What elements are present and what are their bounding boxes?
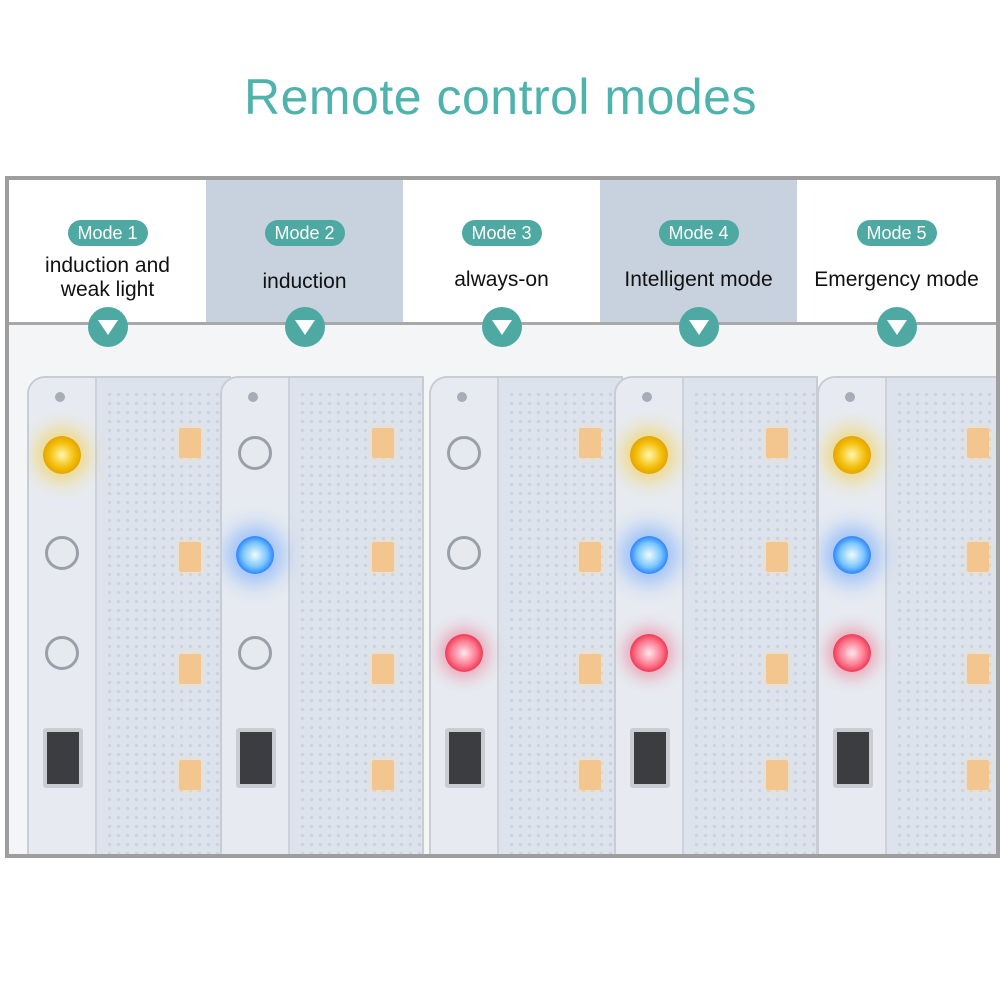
light-panel xyxy=(27,376,231,854)
mode-badge: Mode 5 xyxy=(856,220,937,246)
red-led-icon xyxy=(45,636,79,670)
mode-header: Mode 2 induction xyxy=(206,180,403,325)
mode-header: Mode 5 Emergency mode xyxy=(797,180,996,325)
mode-badge: Mode 1 xyxy=(67,220,148,246)
mode-badge: Mode 2 xyxy=(264,220,345,246)
red-led-icon xyxy=(630,634,668,672)
yellow-led-icon xyxy=(447,436,481,470)
mode-column-1: Mode 1 induction and weak light xyxy=(9,180,231,854)
mode-column-2: Mode 2 induction xyxy=(206,180,424,854)
mode-badge: Mode 3 xyxy=(461,220,542,246)
blue-led-icon xyxy=(833,536,871,574)
light-panel xyxy=(614,376,818,854)
sensor-chip-icon xyxy=(43,728,83,788)
mode-description: induction and weak light xyxy=(45,254,170,301)
chevron-down-icon xyxy=(481,307,522,347)
red-led-icon xyxy=(833,634,871,672)
chevron-down-icon xyxy=(284,307,325,347)
mode-description: always-on xyxy=(454,268,549,291)
light-panel xyxy=(220,376,424,854)
sensor-chip-icon xyxy=(445,728,485,788)
mode-column-4: Mode 4 Intelligent mode xyxy=(600,180,818,854)
page-title: Remote control modes xyxy=(243,69,757,125)
mode-header: Mode 1 induction and weak light xyxy=(9,180,206,325)
chevron-down-icon xyxy=(876,307,917,347)
sensor-chip-icon xyxy=(833,728,873,788)
sensor-chip-icon xyxy=(236,728,276,788)
yellow-led-icon xyxy=(833,436,871,474)
mode-column-5: Mode 5 Emergency mode xyxy=(797,180,996,854)
mode-description: Intelligent mode xyxy=(624,268,773,291)
mode-badge: Mode 4 xyxy=(658,220,739,246)
chevron-down-icon xyxy=(678,307,719,347)
mode-header: Mode 3 always-on xyxy=(403,180,600,325)
blue-led-icon xyxy=(45,536,79,570)
red-led-icon xyxy=(238,636,272,670)
blue-led-icon xyxy=(236,536,274,574)
chevron-down-icon xyxy=(87,307,128,347)
modes-comparison: Mode 1 induction and weak light Mode 2 xyxy=(5,176,1000,858)
mode-column-3: Mode 3 always-on xyxy=(403,180,623,854)
yellow-led-icon xyxy=(238,436,272,470)
sensor-chip-icon xyxy=(630,728,670,788)
yellow-led-icon xyxy=(630,436,668,474)
red-led-icon xyxy=(445,634,483,672)
light-panel xyxy=(429,376,623,854)
mode-description: induction xyxy=(262,270,347,293)
blue-led-icon xyxy=(630,536,668,574)
yellow-led-icon xyxy=(43,436,81,474)
blue-led-icon xyxy=(447,536,481,570)
mode-header: Mode 4 Intelligent mode xyxy=(600,180,797,325)
mode-description: Emergency mode xyxy=(814,268,979,291)
light-panel xyxy=(817,376,996,854)
